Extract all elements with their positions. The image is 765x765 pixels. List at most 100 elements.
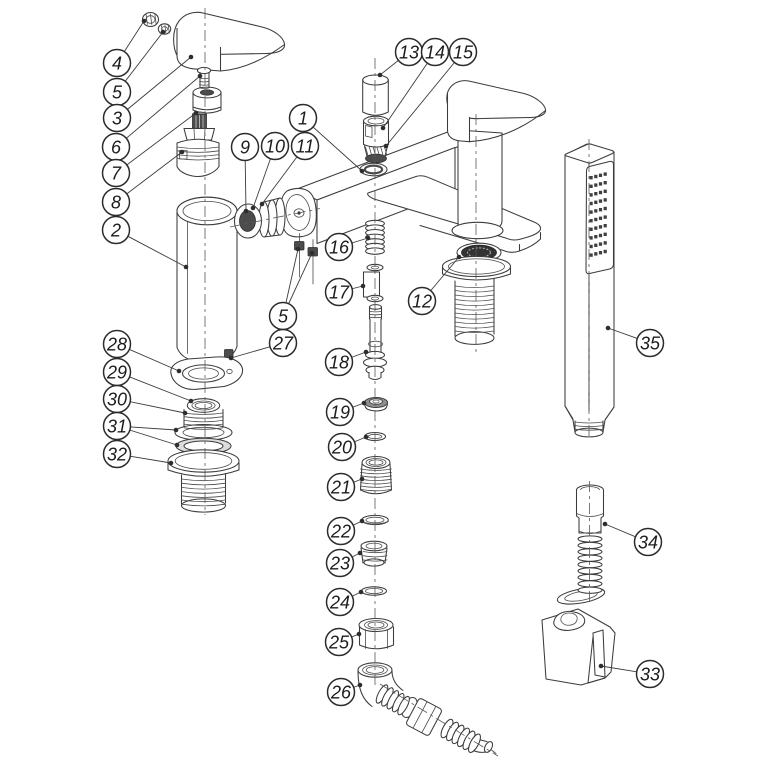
svg-text:30: 30 (107, 390, 127, 410)
callout-18: 18 (324, 347, 369, 377)
callout-bubble-11 (290, 131, 320, 161)
callout-2: 2 (101, 215, 189, 270)
callout-35: 35 (605, 325, 665, 358)
svg-text:23: 23 (329, 554, 350, 574)
callout-32: 32 (102, 439, 174, 469)
centerlines (204, 8, 590, 757)
svg-text:27: 27 (272, 334, 294, 354)
svg-text:32: 32 (107, 445, 127, 465)
callout-30: 30 (102, 384, 188, 416)
o-ring-lower (360, 586, 388, 596)
callout-15: 15 (383, 37, 478, 149)
svg-text:3: 3 (112, 109, 122, 129)
svg-text:20: 20 (331, 438, 352, 458)
callout-3: 3 (102, 54, 194, 133)
callout-16: 16 (324, 232, 371, 262)
callout-bubble-2 (101, 215, 131, 245)
svg-text:19: 19 (330, 403, 350, 423)
callout-bubble-16 (324, 232, 354, 262)
callout-bubble-21 (326, 472, 356, 502)
body-set-screws (294, 233, 318, 285)
svg-text:24: 24 (329, 593, 350, 613)
svg-text:29: 29 (106, 363, 127, 383)
callout-5: 5 (268, 246, 315, 331)
callout-27: 27 (228, 328, 298, 361)
callout-bubble-4 (102, 48, 132, 78)
valve-body-column (176, 196, 238, 364)
callout-bubble-9 (230, 132, 260, 162)
callout-bubble-31 (102, 411, 132, 441)
callout-22: 22 (326, 516, 365, 546)
callout-8: 8 (101, 149, 185, 217)
callout-bubble-35 (635, 328, 665, 358)
callout-bubble-8 (101, 187, 131, 217)
callout-20: 20 (327, 432, 369, 462)
callout-bubble-24 (325, 587, 355, 617)
callout-bubble-25 (324, 627, 354, 657)
hose-connector (575, 484, 605, 534)
callout-bubble-10 (260, 131, 290, 161)
diverter-knob (362, 74, 389, 116)
svg-text:18: 18 (329, 353, 349, 373)
svg-text:9: 9 (240, 138, 250, 158)
svg-text:35: 35 (640, 334, 661, 354)
outlet-plug (360, 540, 388, 567)
callout-bubble-22 (326, 516, 356, 546)
callout-bubble-12 (407, 286, 437, 316)
callout-bubble-7 (101, 158, 131, 188)
generated-detail (145, 13, 604, 753)
callout-6: 6 (101, 73, 203, 162)
svg-text:5: 5 (112, 83, 123, 103)
svg-text:7: 7 (111, 164, 122, 184)
callout-bubble-20 (327, 432, 357, 462)
callout-24: 24 (325, 587, 364, 617)
diverter-thread-end (365, 153, 387, 164)
callout-4: 4 (102, 18, 147, 78)
callout-9: 9 (230, 132, 260, 214)
svg-text:28: 28 (106, 335, 127, 355)
callout-bubble-14 (420, 37, 450, 67)
svg-text:12: 12 (412, 292, 432, 312)
callout-10: 10 (250, 131, 290, 211)
svg-text:8: 8 (111, 193, 121, 213)
diverter-pin (362, 263, 384, 303)
callout-bubble-28 (102, 329, 132, 359)
svg-text:26: 26 (330, 683, 352, 703)
svg-text:22: 22 (330, 522, 351, 542)
callout-7: 7 (101, 110, 199, 188)
callout-11: 11 (259, 131, 320, 207)
callout-bubble-18 (324, 347, 354, 377)
lever-handle (173, 11, 286, 72)
callout-34: 34 (602, 521, 663, 557)
callout-31: 31 (102, 411, 180, 448)
callout-23: 23 (325, 548, 363, 578)
callout-bubble-26 (326, 677, 356, 707)
callout-bubble-15 (448, 37, 478, 67)
svg-text:15: 15 (453, 43, 474, 63)
nozzle-grid (589, 172, 607, 257)
svg-text:16: 16 (329, 238, 350, 258)
callout-28: 28 (102, 329, 182, 374)
callout-12: 12 (407, 254, 462, 316)
callout-5: 5 (102, 29, 166, 107)
svg-text:13: 13 (399, 43, 419, 63)
callout-bubble-34 (633, 527, 663, 557)
callout-bubble-27 (268, 328, 298, 358)
tail-seal-ring (186, 398, 221, 413)
wall-bracket (541, 608, 616, 686)
elbow-hose-nut (406, 698, 442, 736)
hose-union-nut (358, 617, 395, 650)
callout-33: 33 (598, 659, 665, 689)
svg-text:14: 14 (425, 43, 445, 63)
callout-25: 25 (324, 627, 362, 657)
svg-text:34: 34 (638, 533, 658, 553)
svg-text:6: 6 (111, 138, 122, 158)
svg-text:2: 2 (110, 221, 121, 241)
callout-13: 13 (377, 37, 424, 78)
callout-14: 14 (380, 37, 450, 131)
callout-bubble-32 (102, 439, 132, 469)
diverter-cartridge (362, 115, 390, 164)
spline-adaptor-bush (192, 86, 222, 114)
